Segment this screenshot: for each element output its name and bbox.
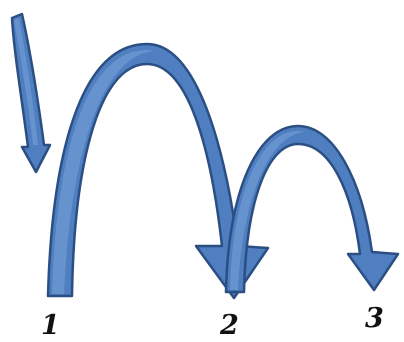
- step-label-2: 2: [220, 310, 239, 341]
- step-label-1: 1: [41, 310, 60, 341]
- down-arrow-icon: [10, 12, 52, 174]
- step-label-3: 3: [365, 303, 384, 334]
- small-arc-arrow-icon: [224, 124, 400, 294]
- large-arc-arrow-icon: [46, 42, 270, 300]
